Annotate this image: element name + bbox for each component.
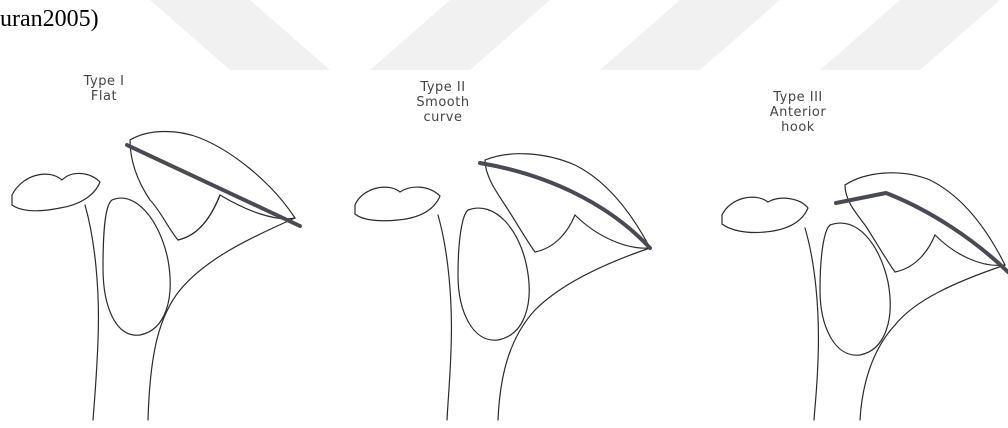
humeral-head bbox=[860, 265, 1005, 420]
type-1-title: Type I bbox=[74, 74, 134, 89]
scapula-type-1 bbox=[12, 132, 300, 421]
type-2-caption: Type II Smooth curve bbox=[408, 80, 478, 125]
type-2-subtitle: Smooth bbox=[408, 95, 478, 110]
type-1-acromion-line bbox=[127, 145, 300, 226]
coracoid-process bbox=[12, 173, 100, 210]
scapula-border bbox=[805, 228, 818, 420]
glenoid-fossa bbox=[820, 223, 890, 355]
scapula-border bbox=[438, 215, 451, 420]
type-1-subtitle: Flat bbox=[74, 89, 134, 104]
scapula-border bbox=[85, 205, 98, 420]
humeral-head bbox=[148, 218, 295, 420]
glenoid-fossa bbox=[103, 198, 170, 335]
scapula-spine bbox=[178, 195, 220, 240]
type-3-title: Type III bbox=[758, 90, 838, 105]
type-2-subtitle-2: curve bbox=[408, 110, 478, 125]
acromion bbox=[845, 173, 1005, 272]
humeral-head bbox=[498, 248, 650, 420]
type-3-subtitle: Anterior bbox=[758, 105, 838, 120]
scapula-type-3 bbox=[722, 173, 1008, 420]
coracoid-process bbox=[722, 197, 808, 232]
scapula-type-2 bbox=[355, 154, 650, 420]
coracoid-process bbox=[355, 187, 440, 221]
type-3-subtitle-2: hook bbox=[758, 120, 838, 135]
type-2-title: Type II bbox=[408, 80, 478, 95]
anterior-hook-line bbox=[836, 193, 1008, 272]
type-3-caption: Type III Anterior hook bbox=[758, 90, 838, 135]
type-1-caption: Type I Flat bbox=[74, 74, 134, 104]
glenoid-fossa bbox=[458, 208, 529, 340]
